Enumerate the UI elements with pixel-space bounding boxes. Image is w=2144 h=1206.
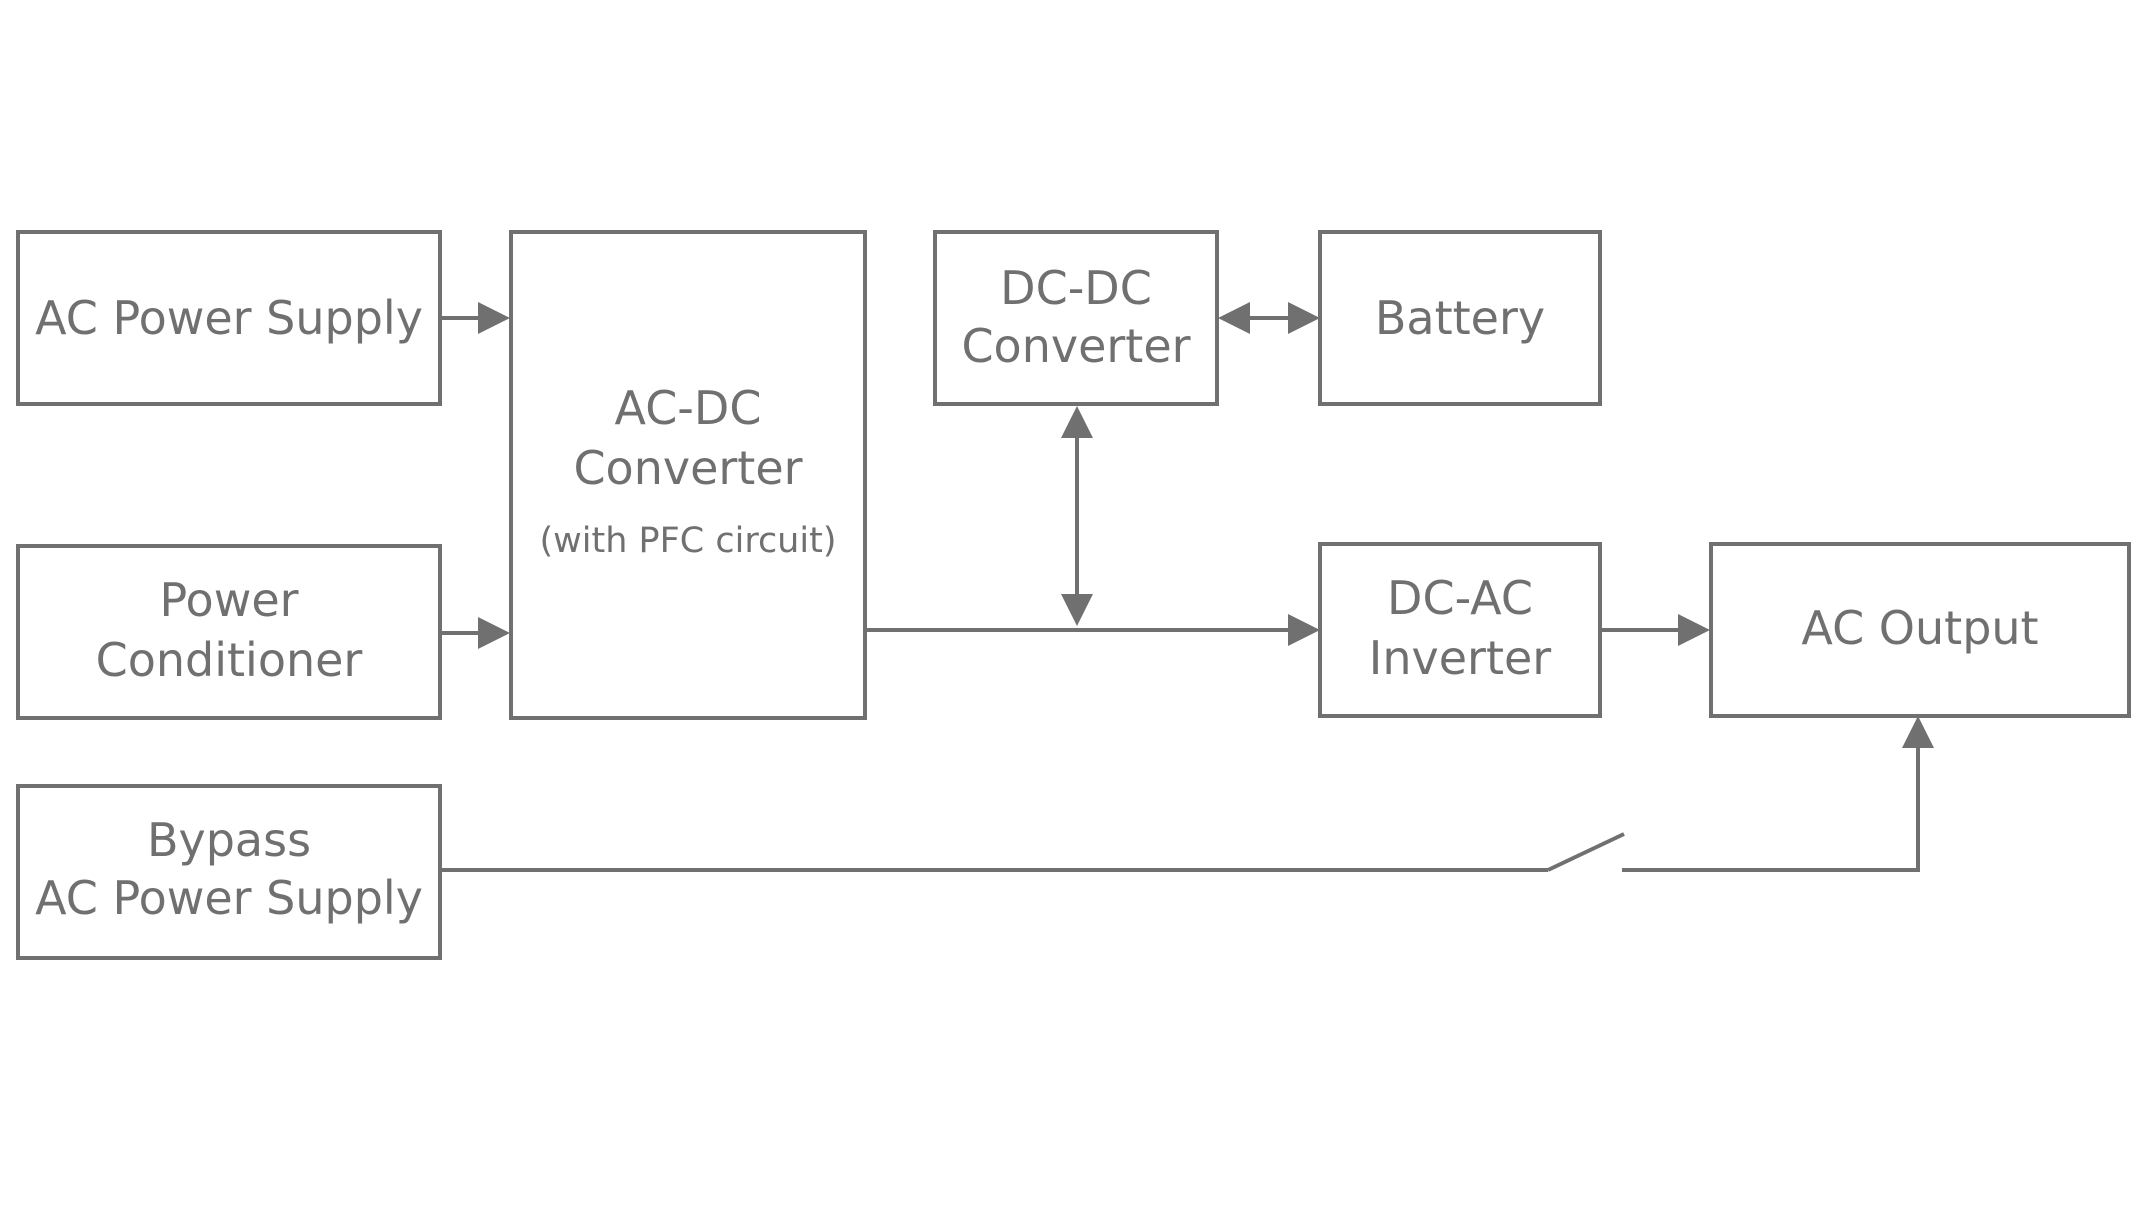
ac-output-label: AC Output bbox=[1801, 601, 2038, 655]
ac-supply-to-acdc-arrow bbox=[478, 302, 510, 334]
bypass-ac-power-supply-box bbox=[16, 784, 442, 960]
node-battery: Battery bbox=[1318, 230, 1602, 406]
dcdc-to-bus-arrow-down bbox=[1061, 594, 1093, 626]
bypass-ac-power-supply-label-1: Bypass bbox=[147, 813, 311, 867]
power-conditioner-box bbox=[16, 544, 442, 720]
ac-power-supply-box bbox=[16, 230, 442, 406]
dc-ac-inverter-box bbox=[1318, 542, 1602, 718]
inverter-to-output-arrow bbox=[1678, 614, 1710, 646]
dc-ac-inverter-label-2: Inverter bbox=[1369, 631, 1551, 685]
connections bbox=[440, 302, 1934, 872]
dcdc-to-bus-arrow-up bbox=[1061, 406, 1093, 438]
dcdc-to-battery-arrow-right bbox=[1288, 302, 1320, 334]
node-dc-dc-converter: DC-DC Converter bbox=[933, 230, 1219, 406]
dc-dc-converter-label-1: DC-DC bbox=[1000, 261, 1152, 315]
node-ac-power-supply: AC Power Supply bbox=[16, 230, 442, 406]
conditioner-to-acdc-arrow bbox=[478, 617, 510, 649]
ac-dc-converter-label-1: AC-DC bbox=[615, 381, 762, 435]
node-ac-output: AC Output bbox=[1709, 542, 2131, 718]
dc-dc-converter-label-2: Converter bbox=[961, 319, 1190, 373]
node-bypass-ac-power-supply: Bypass AC Power Supply bbox=[16, 784, 442, 960]
ac-dc-converter-label-2: Converter bbox=[573, 441, 802, 495]
battery-label: Battery bbox=[1375, 291, 1545, 345]
dcdc-to-battery-arrow-left bbox=[1218, 302, 1250, 334]
bypass-ac-power-supply-label-2: AC Power Supply bbox=[35, 871, 423, 925]
bypass-to-output-arrow bbox=[1902, 716, 1934, 748]
dc-bus-arrow bbox=[1288, 614, 1320, 646]
dc-ac-inverter-label-1: DC-AC bbox=[1387, 571, 1533, 625]
bypass-switch-blade bbox=[1547, 832, 1625, 872]
ac-output-box bbox=[1709, 542, 2131, 718]
ac-power-supply-label: AC Power Supply bbox=[35, 291, 423, 345]
battery-box bbox=[1318, 230, 1602, 406]
ac-dc-converter-note: (with PFC circuit) bbox=[540, 521, 837, 561]
power-conditioner-label-1: Power bbox=[159, 573, 298, 627]
node-dc-ac-inverter: DC-AC Inverter bbox=[1318, 542, 1602, 718]
ac-dc-converter-box bbox=[509, 230, 867, 720]
node-ac-dc-converter: AC-DC Converter (with PFC circuit) bbox=[509, 230, 867, 720]
bypass-to-output-line bbox=[1622, 746, 1920, 872]
node-power-conditioner: Power Conditioner bbox=[16, 544, 442, 720]
power-conditioner-label-2: Conditioner bbox=[96, 633, 363, 687]
dc-dc-converter-box bbox=[933, 230, 1219, 406]
